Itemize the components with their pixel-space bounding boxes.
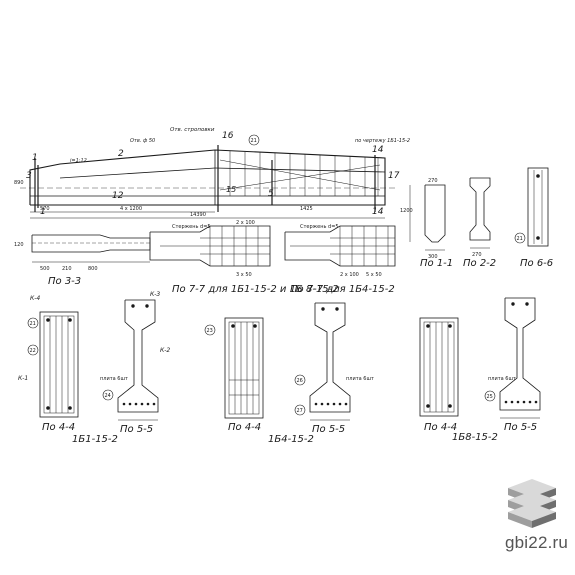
dim-s77-d: 5 x 50: [366, 272, 382, 278]
caption-s77a: По 7-7 для 1Б1-15-2 и 1Б 8-15-2: [172, 284, 339, 295]
callout-17: 17: [388, 171, 400, 181]
beam-elevation: [20, 145, 395, 219]
callout-23: 23: [207, 328, 213, 334]
caption-s77b: По 7-7 для 1Б4-15-2: [290, 284, 395, 295]
callout-21c: 21: [517, 236, 523, 242]
section-7-7-b-drawing: [284, 225, 396, 267]
dim-mid: 4 x 1200: [120, 206, 142, 212]
dim-s22-w: 270: [472, 252, 482, 258]
section-2-2-drawing: [469, 177, 491, 249]
callout-2: 2: [118, 149, 124, 159]
stacked-slabs-logo-icon: [508, 479, 556, 528]
rebar-note-a: Стержень d=5: [172, 224, 211, 230]
caption-s11: По 1-1: [420, 258, 453, 269]
callout-1b: 1: [40, 207, 46, 217]
caption-beam1: 1Б1-15-2: [72, 434, 118, 445]
callout-5: 5: [268, 189, 274, 199]
slope-label: i=1:12: [70, 158, 87, 164]
dim-s3-b: 210: [62, 266, 72, 272]
section-3-3-drawing: [31, 234, 151, 263]
dim-right: 1425: [300, 206, 313, 212]
caption-s44a: По 4-4: [42, 422, 75, 433]
dim-s77-c: 2 x 100: [340, 272, 359, 278]
section-5-5-a-drawing: [117, 299, 159, 421]
plate-note-c: плита 6шт: [488, 376, 516, 382]
caption-beam8: 1Б8-15-2: [452, 432, 498, 443]
caption-s55b: По 5-5: [312, 424, 345, 435]
section-1-1-drawing: [409, 184, 446, 251]
watermark-text: gbi22.ru: [505, 533, 569, 552]
section-4-4-b-drawing: [224, 317, 264, 419]
callout-21b: 21: [251, 138, 257, 144]
callout-14b: 14: [372, 207, 384, 217]
section-7-7-a-drawing: [149, 225, 271, 267]
section-4-4-a-drawing: [39, 311, 79, 418]
lifting-label: Отв. строповки: [170, 127, 215, 133]
caption-s44c: По 4-4: [424, 422, 457, 433]
caption-beam4: 1Б4-15-2: [268, 434, 314, 445]
callout-15: 15: [226, 185, 236, 194]
section-callouts: 21 22 23 24 25 26 27 21 21: [27, 134, 526, 416]
caption-s66: По 6-6: [520, 258, 553, 269]
callout-1a: 1: [32, 153, 38, 163]
k-label-2: К-1: [18, 375, 28, 382]
dim-s11-w: 270: [428, 178, 438, 184]
offset-label: Отв. ф 50: [130, 138, 155, 144]
caption-s55a: По 5-5: [120, 424, 153, 435]
k-label-3: К-2: [160, 347, 170, 354]
callout-14: 14: [372, 145, 384, 155]
dim-left: 570: [40, 206, 50, 212]
caption-s44b: По 4-4: [228, 422, 261, 433]
caption-s55c: По 5-5: [504, 422, 537, 433]
dim-s77-a: 2 x 100: [236, 220, 255, 226]
callout-16: 16: [222, 131, 234, 141]
dim-s3-a: 500: [40, 266, 50, 272]
section-6-6-drawing: [527, 167, 549, 247]
callout-24: 24: [105, 393, 111, 399]
callout-12: 12: [112, 191, 124, 201]
dim-s3-c: 800: [88, 266, 98, 272]
k-label-4: К-3: [150, 291, 160, 298]
k-label-1: К-4: [30, 295, 40, 302]
callout-3: 3: [26, 171, 32, 181]
caption-s33: По 3-3: [48, 276, 81, 287]
callout-25: 25: [487, 394, 493, 400]
rebar-note-b: Стержень d=5: [300, 224, 339, 230]
dim-s77-b: 3 x 50: [236, 272, 252, 278]
plate-note-b: плита 6шт: [346, 376, 374, 382]
callout-26: 26: [297, 378, 303, 384]
callout-27: 27: [297, 408, 303, 414]
callout-22a: 22: [30, 348, 36, 354]
callout-21a: 21: [30, 321, 36, 327]
dim-s11-depth: 1200: [400, 208, 413, 214]
dim-s11-h: 300: [428, 254, 438, 260]
section-4-4-c-drawing: [419, 317, 459, 417]
section-5-5-c-drawing: [499, 297, 541, 419]
plate-note-a: плита 6шт: [100, 376, 128, 382]
dim-span-total: 14390: [190, 212, 206, 218]
dim-v2: 120: [14, 242, 24, 248]
section-5-5-b-drawing: [309, 302, 351, 421]
caption-s22: По 2-2: [463, 258, 496, 269]
dim-v1: 890: [14, 180, 24, 186]
ref-label: по чертежу 1Б1-15-2: [355, 138, 410, 144]
